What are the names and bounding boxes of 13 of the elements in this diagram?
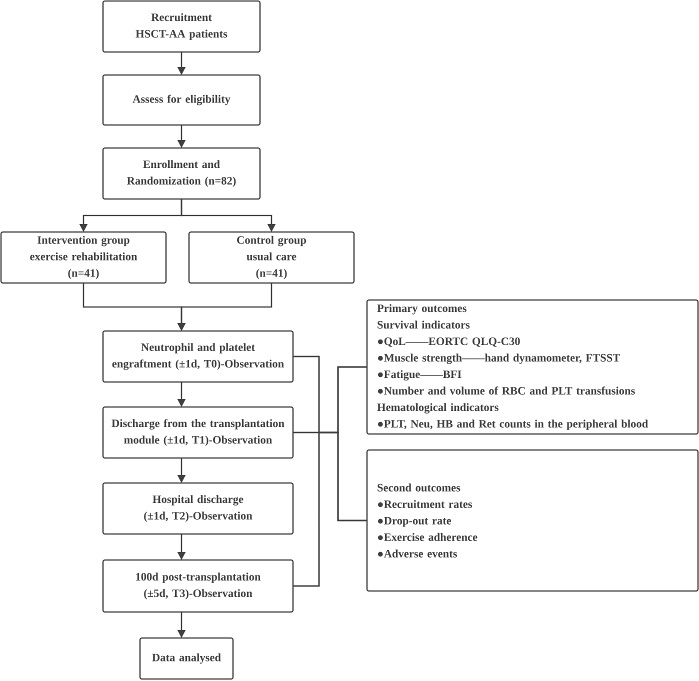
process-box: 100d post-transplantation (±5d, T3)-Observation <box>102 559 294 613</box>
process-box: Assess for eligibility <box>102 74 261 126</box>
process-box: Data analysed <box>139 637 234 680</box>
process-box: Control group usual care (n=41) <box>188 231 355 284</box>
process-box: Intervention group exercise rehabilitation (n=41) <box>0 231 167 284</box>
process-box: Recruitment HSCT-AA patients <box>102 0 261 53</box>
process-box: Enrollment and Randomization (n=82) <box>102 147 261 200</box>
connector-line <box>293 432 367 587</box>
outcome-box: Primary outcomes Survival indicators ●QoL——EORTC QLQ-C30 ●Muscle strength——hand dynamometer, FTSST ●Fatigue——BFI ●Number and volume of RBC and PLT transfusions Hematological indicators ●PLT, Neu, HB and Ret counts in the peripheral blood <box>366 299 699 435</box>
process-box: Neutrophil and platelet engraftment (±1d, T0)-Observation <box>102 330 294 383</box>
process-box: Discharge from the transplantation module (±1d, T1)-Observation <box>102 406 294 459</box>
process-box: Hospital discharge (±1d, T2)-Observation <box>102 482 294 535</box>
outcome-box: Second outcomes ●Recruitment rates ●Drop-out rate ●Exercise adherence ●Adverse events <box>366 449 699 592</box>
